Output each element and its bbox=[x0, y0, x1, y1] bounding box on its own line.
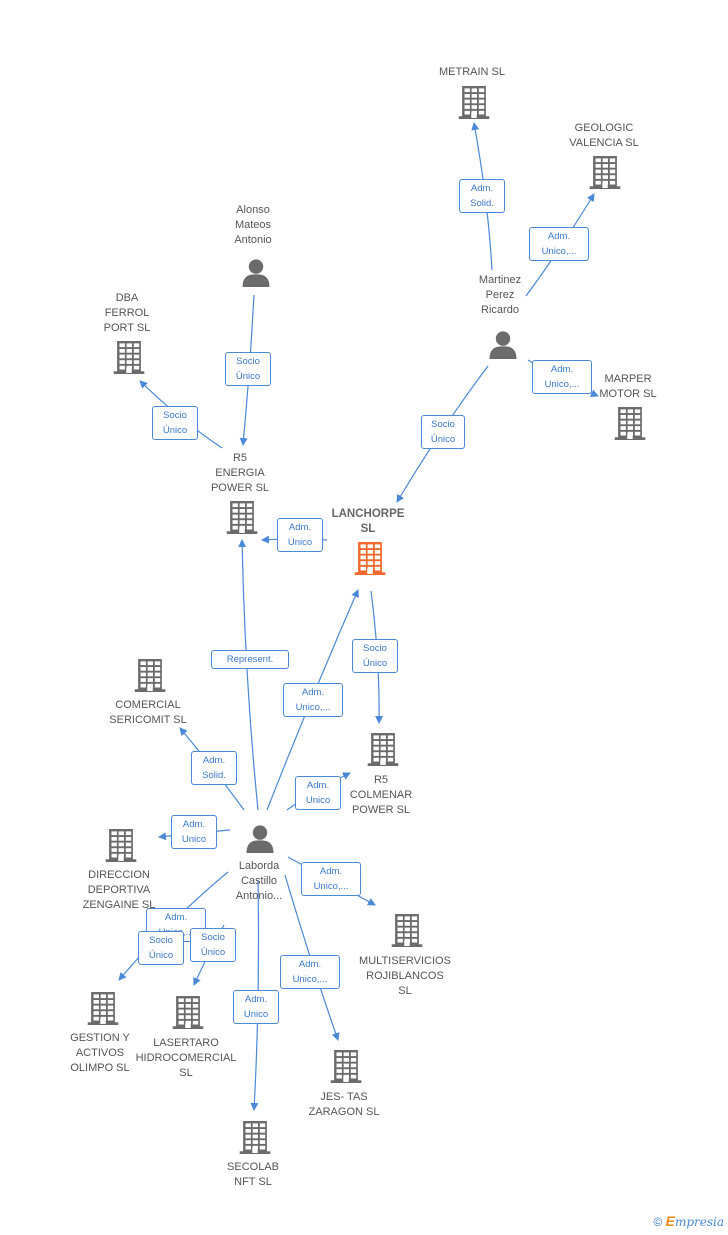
building-icon-dba[interactable] bbox=[112, 340, 146, 379]
node-label-r5energia[interactable]: R5 ENERGIA POWER SL bbox=[210, 452, 270, 494]
edge-laborda-to-r5energia bbox=[238, 539, 259, 811]
person-icon-martinez[interactable] bbox=[488, 329, 518, 364]
edge-label-laborda-to-lasertaro[interactable]: Socio Único bbox=[190, 928, 236, 962]
node-label-multiservicios[interactable]: MULTISERVICIOS ROJIBLANCOS SL bbox=[359, 955, 451, 997]
node-label-direccion[interactable]: DIRECCION DEPORTIVA ZENGAINE SL bbox=[82, 869, 156, 911]
edge-label-laborda-to-r5colmenar[interactable]: Adm. Unico bbox=[295, 776, 341, 810]
copyright-symbol: © bbox=[653, 1215, 663, 1229]
building-icon-direccion[interactable] bbox=[104, 828, 138, 867]
edge-label-laborda-to-multiservicios[interactable]: Adm. Unico,... bbox=[301, 862, 361, 896]
node-label-comercial[interactable]: COMERCIAL SERICOMIT SL bbox=[109, 699, 187, 726]
person-icon-alonso[interactable] bbox=[241, 257, 271, 292]
building-icon-jestas[interactable] bbox=[329, 1049, 363, 1088]
brand-initial: E bbox=[665, 1213, 675, 1229]
node-label-alonso[interactable]: Alonso Mateos Antonio bbox=[234, 204, 272, 246]
edge-label-laborda-to-comercial[interactable]: Adm. Solid. bbox=[191, 751, 237, 785]
edge-label-lanchorpe-to-r5colmenar[interactable]: Socio Único bbox=[352, 639, 398, 673]
node-label-lanchorpe[interactable]: LANCHORPE SL bbox=[331, 508, 405, 535]
node-label-dba[interactable]: DBA FERROL PORT SL bbox=[103, 292, 151, 334]
edge-label-lanchorpe-to-r5energia[interactable]: Adm. Unico bbox=[277, 518, 323, 552]
node-label-laborda[interactable]: Laborda Castillo Antonio... bbox=[235, 860, 283, 902]
building-icon-secolab[interactable] bbox=[238, 1120, 272, 1159]
empresia-brand: © Empresia bbox=[653, 1213, 724, 1229]
building-icon-multiservicios[interactable] bbox=[390, 913, 424, 952]
edge-label-laborda-to-secolab[interactable]: Adm. Unico bbox=[233, 990, 279, 1024]
building-icon-gestion[interactable] bbox=[86, 991, 120, 1030]
node-label-secolab[interactable]: SECOLAB NFT SL bbox=[227, 1161, 279, 1188]
edge-label-laborda-to-direccion[interactable]: Adm. Unico bbox=[171, 815, 217, 849]
edge-label-r5energia-to-dba[interactable]: Socio Único bbox=[152, 406, 198, 440]
building-icon-comercial[interactable] bbox=[133, 658, 167, 697]
edge-label-alonso-to-r5energia[interactable]: Socio Único bbox=[225, 352, 271, 386]
building-icon-metrain[interactable] bbox=[457, 85, 491, 124]
building-icon-geologic[interactable] bbox=[588, 155, 622, 194]
edge-label-martinez-to-marper[interactable]: Adm. Unico,... bbox=[532, 360, 592, 394]
node-label-lasertaro[interactable]: LASERTARO HIDROCOMERCIAL SL bbox=[135, 1037, 237, 1079]
node-label-jestas[interactable]: JES- TAS ZARAGON SL bbox=[308, 1091, 380, 1118]
edge-label-martinez-to-metrain[interactable]: Adm. Solid. bbox=[459, 179, 505, 213]
person-icon-laborda[interactable] bbox=[245, 823, 275, 858]
edge-label-laborda-to-jestas[interactable]: Adm. Unico,... bbox=[280, 955, 340, 989]
building-icon-marper[interactable] bbox=[613, 406, 647, 445]
edge-label-laborda-to-r5energia[interactable]: Represent. bbox=[211, 650, 289, 669]
node-label-marper[interactable]: MARPER MOTOR SL bbox=[599, 373, 657, 400]
building-icon-r5energia[interactable] bbox=[225, 500, 259, 539]
node-label-martinez[interactable]: Martinez Perez Ricardo bbox=[478, 274, 522, 316]
edge-label-laborda-to-gestion[interactable]: Socio Único bbox=[138, 931, 184, 965]
node-label-metrain[interactable]: METRAIN SL bbox=[438, 66, 505, 78]
node-label-gestion[interactable]: GESTION Y ACTIVOS OLIMPO SL bbox=[70, 1032, 130, 1074]
edge-label-laborda-to-lanchorpe[interactable]: Adm. Unico,... bbox=[283, 683, 343, 717]
edge-label-martinez-to-geologic[interactable]: Adm. Unico,... bbox=[529, 227, 589, 261]
brand-name: mpresia bbox=[674, 1215, 724, 1229]
node-label-r5colmenar[interactable]: R5 COLMENAR POWER SL bbox=[349, 774, 413, 816]
edge-label-martinez-to-lanchorpe[interactable]: Socio Único bbox=[421, 415, 465, 449]
building-icon-r5colmenar[interactable] bbox=[366, 732, 400, 771]
building-icon-lasertaro[interactable] bbox=[171, 995, 205, 1034]
node-label-geologic[interactable]: GEOLOGIC VALENCIA SL bbox=[569, 122, 639, 149]
building-icon-lanchorpe[interactable] bbox=[353, 541, 387, 580]
